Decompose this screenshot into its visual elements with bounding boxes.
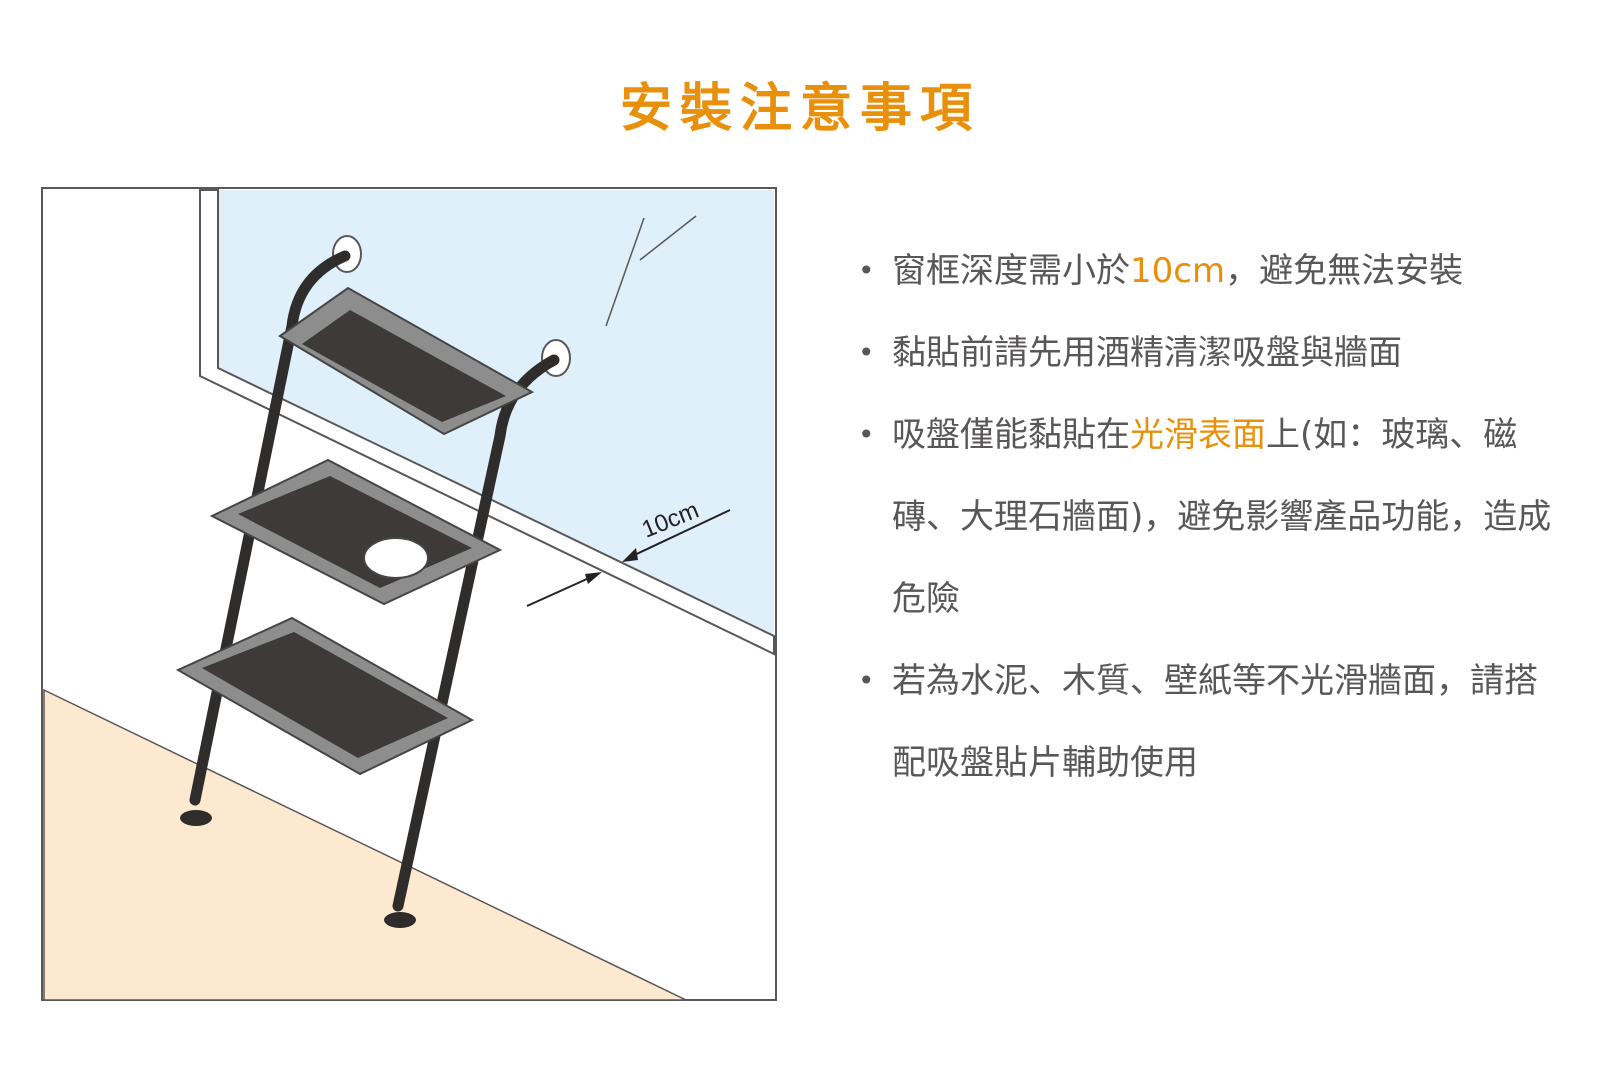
- bullet-icon: •: [858, 254, 875, 287]
- note-item: • 窗框深度需小於10cm，避免無法安裝: [850, 230, 1570, 312]
- glass-reflection: [639, 215, 697, 261]
- note-highlight: 光滑表面: [1130, 415, 1266, 455]
- note-highlight: 10cm: [1130, 251, 1226, 291]
- note-text: 吸盤僅能黏貼在: [892, 415, 1130, 455]
- bullet-icon: •: [858, 664, 875, 697]
- bottom-tray-mesh: [202, 632, 448, 758]
- bullet-icon: •: [858, 336, 875, 369]
- left-foot: [180, 810, 212, 826]
- dimension-arrow: [625, 509, 731, 560]
- installation-notes: • 窗框深度需小於10cm，避免無法安裝 • 黏貼前請先用酒精清潔吸盤與牆面 •…: [850, 230, 1570, 804]
- dimension-arrowhead: [622, 548, 638, 562]
- dimension-arrow: [526, 573, 599, 607]
- installation-illustration: 10cm: [41, 187, 777, 1001]
- note-text: 窗框深度需小於: [892, 251, 1130, 291]
- bullet-icon: •: [858, 418, 875, 451]
- note-item: • 黏貼前請先用酒精清潔吸盤與牆面: [850, 312, 1570, 394]
- page-title: 安裝注意事項: [619, 79, 980, 139]
- top-tray-mesh: [302, 310, 506, 422]
- note-text: 黏貼前請先用酒精清潔吸盤與牆面: [892, 333, 1402, 373]
- note-item: • 若為水泥、木質、壁紙等不光滑牆面，請搭配吸盤貼片輔助使用: [850, 640, 1570, 804]
- note-item: • 吸盤僅能黏貼在光滑表面上(如：玻璃、磁磚、大理石牆面)，避免影響產品功能，造…: [850, 394, 1570, 640]
- note-text: 上(如：玻璃、磁磚、大理石牆面)，避免影響產品功能，造成危險: [892, 415, 1552, 619]
- note-text: ，避免無法安裝: [1225, 251, 1464, 291]
- right-foot: [384, 912, 416, 928]
- note-text: 若為水泥、木質、壁紙等不光滑牆面，請搭配吸盤貼片輔助使用: [892, 661, 1538, 783]
- left-pole: [189, 250, 351, 806]
- tray-hole: [363, 537, 429, 579]
- window-frame: [199, 189, 775, 656]
- dimension-arrowhead: [585, 572, 602, 584]
- glass-reflection: [605, 217, 645, 327]
